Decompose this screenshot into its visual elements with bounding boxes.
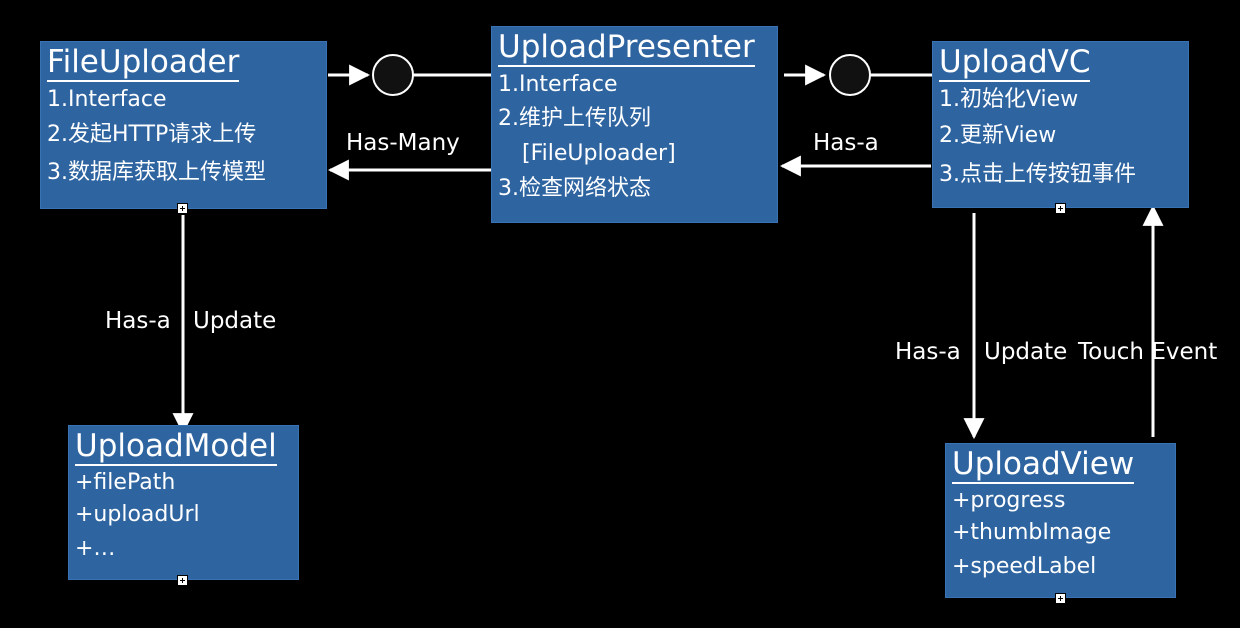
edge-label-model-update: Update bbox=[193, 308, 277, 334]
file-uploader-title: FileUploader bbox=[47, 44, 240, 82]
upload-model-line-3: +… bbox=[75, 536, 116, 561]
upload-view-expand-icon[interactable] bbox=[1055, 593, 1066, 604]
file-uploader-line-1: 1.Interface bbox=[47, 87, 167, 112]
upload-model-line-1: +filePath bbox=[75, 470, 176, 495]
edge-label-view-update: Update bbox=[984, 339, 1068, 365]
edge-label-touch-event: Touch Event bbox=[1078, 339, 1218, 365]
file-uploader-line-3: 3.数据库获取上传模型 bbox=[47, 160, 266, 185]
file-uploader-line-2: 2.发起HTTP请求上传 bbox=[47, 122, 257, 147]
upload-model-title: UploadModel bbox=[75, 428, 277, 466]
upload-presenter-line-2: 2.维护上传队列 bbox=[498, 106, 651, 131]
upload-presenter-box[interactable]: UploadPresenter 1.Interface 2.维护上传队列 [Fi… bbox=[491, 26, 778, 223]
upload-view-line-2: +thumbImage bbox=[952, 520, 1112, 545]
upload-vc-line-1: 1.初始化View bbox=[939, 87, 1079, 112]
upload-presenter-title: UploadPresenter bbox=[498, 29, 755, 67]
upload-view-box[interactable]: UploadView +progress +thumbImage +speedL… bbox=[945, 443, 1176, 598]
file-uploader-expand-icon[interactable] bbox=[177, 203, 188, 214]
file-uploader-box[interactable]: FileUploader 1.Interface 2.发起HTTP请求上传 3.… bbox=[40, 41, 327, 209]
upload-vc-expand-icon[interactable] bbox=[1055, 203, 1066, 214]
edge-label-has-many: Has-Many bbox=[346, 130, 460, 156]
upload-model-expand-icon[interactable] bbox=[177, 575, 188, 586]
upload-vc-line-2: 2.更新View bbox=[939, 123, 1057, 148]
edge-label-model-has-a: Has-a bbox=[105, 308, 171, 334]
upload-presenter-line-1: 1.Interface bbox=[498, 72, 618, 97]
upload-vc-box[interactable]: UploadVC 1.初始化View 2.更新View 3.点击上传按钮事件 bbox=[932, 41, 1189, 208]
upload-view-line-1: +progress bbox=[952, 488, 1066, 513]
edge-label-view-has-a: Has-a bbox=[895, 339, 961, 365]
presenter-interface-lollipop bbox=[372, 54, 414, 96]
upload-vc-line-3: 3.点击上传按钮事件 bbox=[939, 162, 1136, 187]
vc-interface-lollipop bbox=[829, 54, 871, 96]
upload-presenter-line-4: 3.检查网络状态 bbox=[498, 176, 651, 201]
upload-view-title: UploadView bbox=[952, 446, 1135, 484]
upload-presenter-line-3: [FileUploader] bbox=[522, 141, 676, 166]
upload-view-line-3: +speedLabel bbox=[952, 554, 1097, 579]
upload-vc-title: UploadVC bbox=[939, 44, 1091, 82]
edge-label-has-a-presenter: Has-a bbox=[813, 130, 879, 156]
upload-model-box[interactable]: UploadModel +filePath +uploadUrl +… bbox=[68, 425, 299, 580]
upload-model-line-2: +uploadUrl bbox=[75, 502, 200, 527]
